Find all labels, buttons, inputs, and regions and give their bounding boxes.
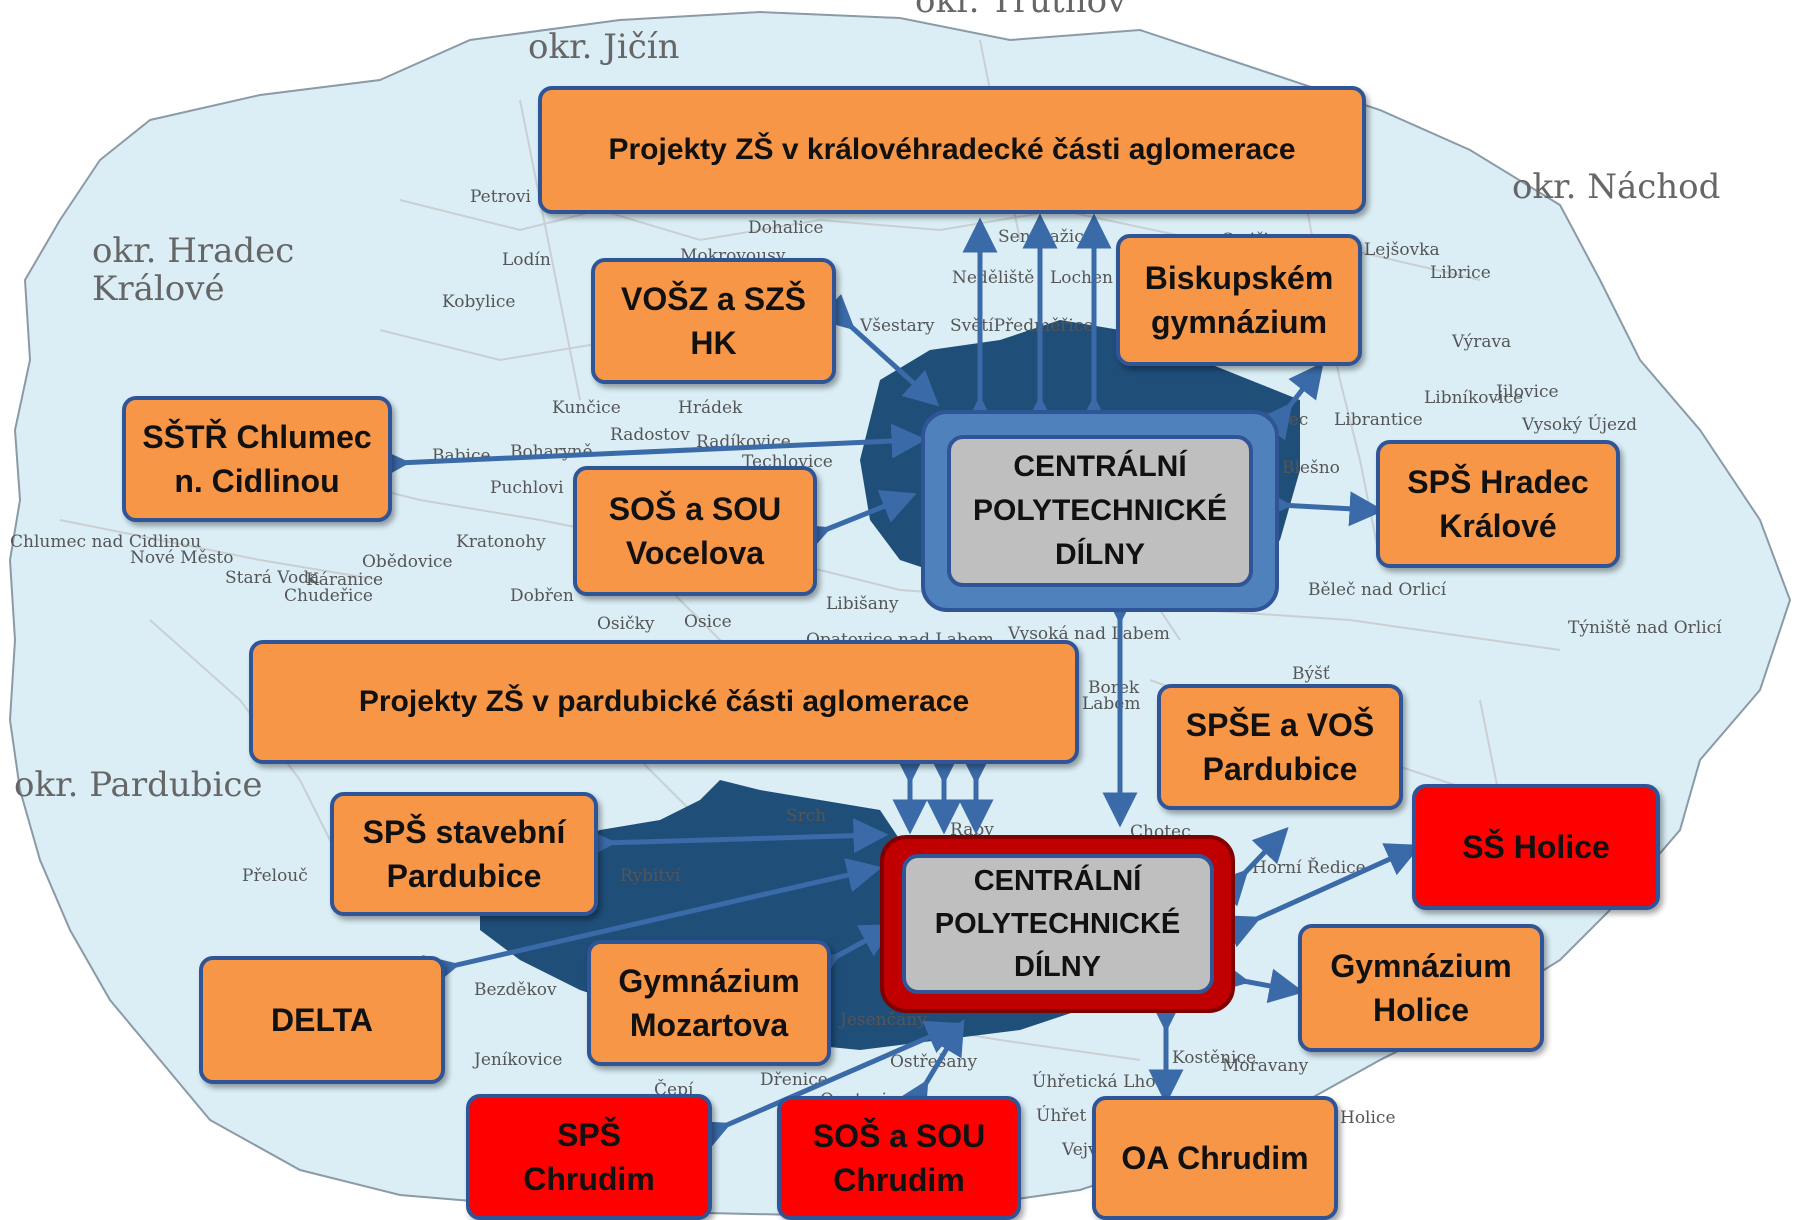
municipality-label: Běleč nad Orlicí <box>1308 580 1447 600</box>
district-label-jicin: okr. Jičín <box>528 27 680 67</box>
district-label-trutnov: okr. Trutnov <box>915 0 1127 21</box>
municipality-label: Osice <box>684 612 732 632</box>
municipality-label: Librantice <box>1334 410 1423 430</box>
municipality-label: Puchlovi <box>490 478 564 498</box>
district-label-pardubice: okr. Pardubice <box>14 765 263 805</box>
municipality-label: Kobylice <box>442 292 516 312</box>
arrow-biskup <box>1257 362 1324 441</box>
municipality-label: Přelouč <box>242 866 308 886</box>
district-label-hradec: okr. Hradec Králové <box>92 231 295 309</box>
municipality-label: Býšť <box>1292 664 1330 684</box>
municipality-label: Librice <box>1430 263 1491 283</box>
hub-pardubice-label: CENTRÁLNÍ POLYTECHNICKÉ DÍLNY <box>901 854 1214 994</box>
arrow-voszs <box>817 293 940 407</box>
municipality-label: Úhřet <box>1036 1106 1087 1126</box>
municipality-label: Blešno <box>1282 458 1340 478</box>
box-voszs: VOŠZ a SZŠ HK <box>591 258 836 384</box>
municipality-label: Dohalice <box>748 218 824 238</box>
box-projekty-pa: Projekty ZŠ v pardubické části aglomerac… <box>249 640 1079 764</box>
box-biskup: Biskupském gymnázium <box>1116 234 1362 366</box>
municipality-label: Dobřen <box>510 586 574 606</box>
box-sstr: SŠTŘ Chlumec n. Cidlinou <box>122 396 392 522</box>
hub-pardubice: CENTRÁLNÍ POLYTECHNICKÉ DÍLNY <box>880 835 1235 1013</box>
municipality-label: Kratonohy <box>456 532 546 552</box>
box-gym-moz: Gymnázium Mozartova <box>587 940 831 1066</box>
arrow-delta <box>422 857 883 990</box>
arrow-sos-chr <box>895 1019 965 1119</box>
municipality-label: Kostěnice <box>1172 1048 1257 1068</box>
municipality-label: Vejv <box>1062 1140 1098 1160</box>
box-delta: DELTA <box>199 956 445 1084</box>
municipality-label: Lodín <box>502 250 551 270</box>
municipality-label: Kunčice <box>552 398 621 418</box>
arrow-sps-hk <box>1256 486 1385 527</box>
municipality-label: Moravany <box>1222 1056 1309 1076</box>
municipality-label: Petrovi <box>470 187 531 207</box>
municipality-label: Jeníkovice <box>474 1050 563 1070</box>
municipality-label: Jilovice <box>1496 382 1559 402</box>
arrow-gym-hol <box>1212 958 1305 1004</box>
arrow-spse <box>1211 826 1289 907</box>
municipality-label: Libníkovice <box>1424 388 1524 408</box>
box-sos-chr: SOŠ a SOU Chrudim <box>777 1096 1021 1220</box>
arrow-sps-stav <box>580 818 889 862</box>
municipality-label: Libišany <box>826 594 899 614</box>
arrow-sos-vocelova <box>792 490 917 557</box>
municipality-label: Chlumec nad Cidlinou <box>10 532 202 552</box>
box-ss-holice: SŠ Holice <box>1412 784 1660 910</box>
municipality-label: Nové Město <box>130 548 234 568</box>
municipality-label: Stará Voda <box>225 568 320 588</box>
box-sos-vocelova: SOŠ a SOU Vocelova <box>573 466 817 596</box>
municipality-label: Holice <box>1340 1108 1396 1128</box>
arrow-gym-moz <box>801 924 896 987</box>
municipality-label: Chudeřice <box>284 586 373 606</box>
box-sps-chr: SPŠ Chrudim <box>466 1094 712 1220</box>
municipality-label: Vysoký Újezd <box>1522 415 1637 435</box>
municipality-label: Káranice <box>306 570 384 590</box>
box-projekty-hk: Projekty ZŠ v královéhradecké části aglo… <box>538 86 1366 214</box>
box-sps-stav: SPŠ stavební Pardubice <box>330 792 598 916</box>
municipality-label: Osičky <box>597 614 655 634</box>
box-spse: SPŠE a VOŠ Pardubice <box>1157 684 1403 810</box>
municipality-label: Týniště nad Orlicí <box>1568 618 1722 638</box>
arrow-sstr <box>374 423 927 482</box>
box-gym-hol: Gymnázium Holice <box>1298 924 1544 1052</box>
arrow-ss-holice <box>1222 843 1422 948</box>
box-oa-chr: OA Chrudim <box>1092 1096 1338 1220</box>
district-label-nachod: okr. Náchod <box>1512 167 1721 207</box>
municipality-label: Obědovice <box>362 552 453 572</box>
municipality-label: Lejšovka <box>1364 240 1440 260</box>
hub-hradec-label: CENTRÁLNÍ POLYTECHNICKÉ DÍLNY <box>947 435 1253 587</box>
box-sps-hk: SPŠ Hradec Králové <box>1376 440 1620 568</box>
municipality-label: Hrádek <box>678 398 743 418</box>
municipality-label: Výrava <box>1452 332 1512 352</box>
municipality-label: Úhřetická Lhota <box>1032 1072 1173 1092</box>
hub-hradec: CENTRÁLNÍ POLYTECHNICKÉ DÍLNY <box>921 410 1279 612</box>
